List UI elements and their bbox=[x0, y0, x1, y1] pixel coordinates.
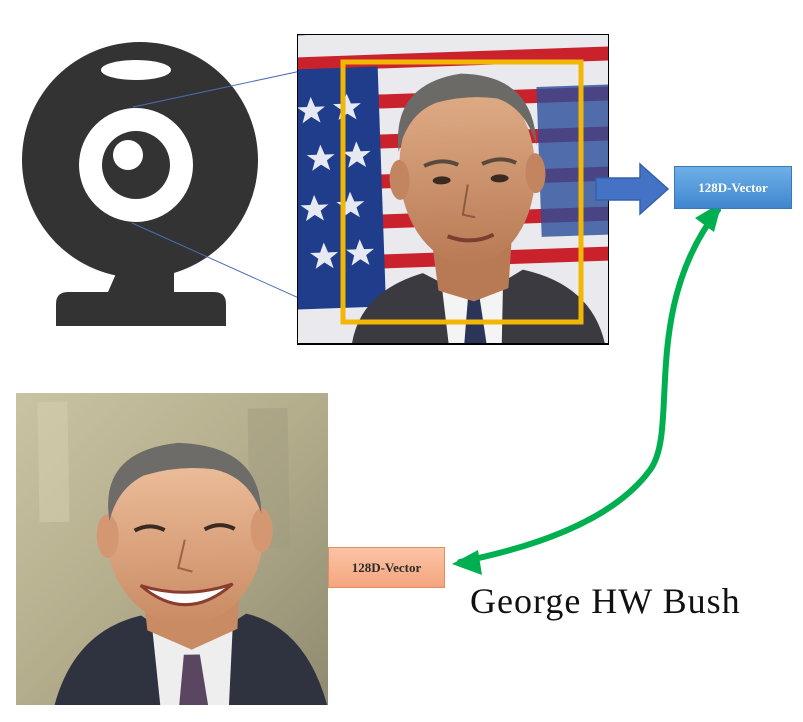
identified-person-name: George HW Bush bbox=[470, 581, 741, 621]
captured-face-photo bbox=[297, 34, 609, 345]
top-128d-vector-label: 128D-Vector bbox=[674, 166, 792, 209]
match-arrow-head-top bbox=[695, 202, 722, 232]
reference-face-photo bbox=[16, 393, 328, 705]
match-arrow-head-bottom bbox=[452, 550, 482, 575]
webcam-icon bbox=[22, 42, 258, 326]
face-detection-box bbox=[340, 59, 584, 325]
bottom-128d-vector-label: 128D-Vector bbox=[328, 547, 445, 588]
flow-arrow bbox=[595, 162, 670, 216]
match-arrow bbox=[457, 207, 721, 565]
